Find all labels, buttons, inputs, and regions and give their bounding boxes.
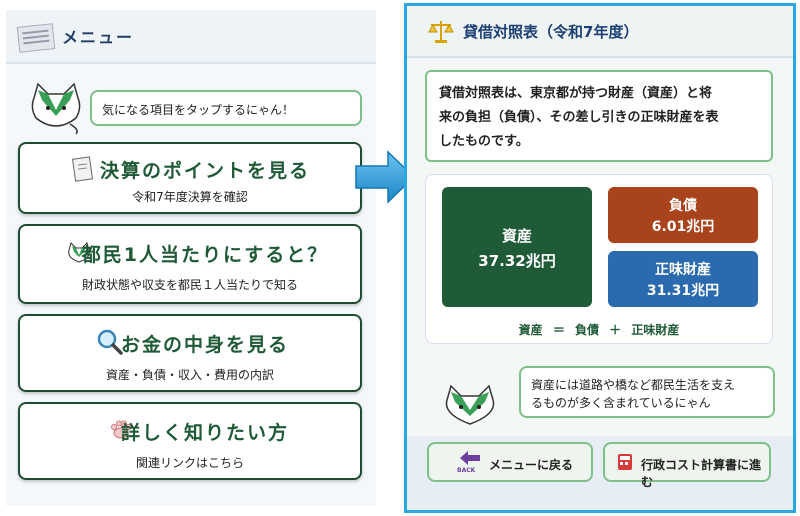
balance-sheet-header: 貸借対照表（令和7年度） [407,6,793,58]
scales-icon [428,21,454,43]
intro-text-box: 貸借対照表は、東京都が持つ財産（資産）と将 来の負担（負債）、その差し引きの正味… [425,70,773,162]
assets-block: 資産 37.32兆円 [442,187,592,307]
intro-line: したものです。 [439,134,529,149]
magnifier-icon [97,329,123,355]
menu-button-subtitle: 関連リンクはこちら [135,456,244,470]
balance-sheet-title: 貸借対照表（令和7年度） [463,23,639,41]
intro-line: 来の負担（負債）、その差し引きの正味財産を表 [439,110,719,125]
cat-mascot-icon [445,384,495,425]
next-button-label: 行政コスト計算書に進む [641,458,762,489]
back-arrow-icon [460,451,480,465]
menu-button-subtitle: 令和7年度決算を確認 [132,190,248,204]
calculator-icon [618,454,632,470]
cat-speech-line: 資産には道路や橋など都民生活を支え [531,378,736,392]
menu-cat-speech-text: 気になる項目をタップするにゃん！ [102,103,295,117]
menu-button-subtitle: 財政状態や収支を都民１人当たりで知る [81,278,298,292]
menu-button-title: お金の中身を見る [120,334,289,356]
net-assets-block: 正味財産 31.31兆円 [608,251,758,307]
menu-button-per-capita[interactable]: 都民1人当たりにすると？ 財政状態や収支を都民１人当たりで知る [18,224,362,304]
balance-sheet-diagram: 資産 37.32兆円 負債 6.01兆円 正味財産 31.31兆円 資産 ＝ 負… [425,174,773,344]
menu-button-title: 詳しく知りたい方 [120,422,289,444]
balance-formula: 資産 ＝ 負債 ＋ 正味財産 [518,323,680,337]
liabilities-label: 負債 [669,198,697,214]
menu-button-learn-more[interactable]: 詳しく知りたい方 関連リンクはこちら [18,402,362,480]
document-icon [72,156,94,182]
menu-header: メニュー [6,10,376,64]
net-assets-value: 31.31兆円 [646,283,720,299]
paw-icon [111,420,132,439]
net-assets-label: 正味財産 [655,262,711,278]
balance-sheet-panel: 貸借対照表（令和7年度） 貸借対照表は、東京都が持つ財産（資産）と将 来の負担（… [404,3,796,513]
cat-speech-line: るものが多く含まれているにゃん [531,396,711,410]
right-arrow-icon [355,150,416,204]
menu-panel: メニュー 気になる項目をタップするにゃん！ 決算のポイントを見る 令和7年度決算… [6,10,376,506]
menu-button-title: 決算のポイントを見る [99,160,310,182]
back-to-menu-button[interactable]: BACK メニューに戻る [427,442,593,482]
intro-line: 貸借対照表は、東京都が持つ財産（資産）と将 [439,86,713,101]
cat-face-icon [68,242,90,263]
back-icon-text: BACK [457,467,476,474]
liabilities-block: 負債 6.01兆円 [608,187,758,243]
cat-mascot-icon [31,82,81,135]
menu-title: メニュー [62,28,135,47]
liabilities-value: 6.01兆円 [651,219,715,235]
document-stack-icon [16,23,56,53]
menu-button-title: 都民1人当たりにすると？ [81,244,329,266]
menu-button-subtitle: 資産・負債・収入・費用の内訳 [105,368,274,382]
assets-value: 37.32兆円 [478,252,556,270]
assets-label: 資産 [501,227,532,245]
next-cost-statement-button[interactable]: 行政コスト計算書に進む [603,442,771,489]
menu-cat-speech-bubble: 気になる項目をタップするにゃん！ [90,90,362,126]
back-button-label: メニューに戻る [489,458,574,472]
menu-button-settlement-points[interactable]: 決算のポイントを見る 令和7年度決算を確認 [18,142,362,214]
menu-button-money-breakdown[interactable]: お金の中身を見る 資産・負債・収入・費用の内訳 [18,314,362,392]
detail-cat-speech-bubble: 資産には道路や橋など都民生活を支え るものが多く含まれているにゃん [519,366,775,418]
